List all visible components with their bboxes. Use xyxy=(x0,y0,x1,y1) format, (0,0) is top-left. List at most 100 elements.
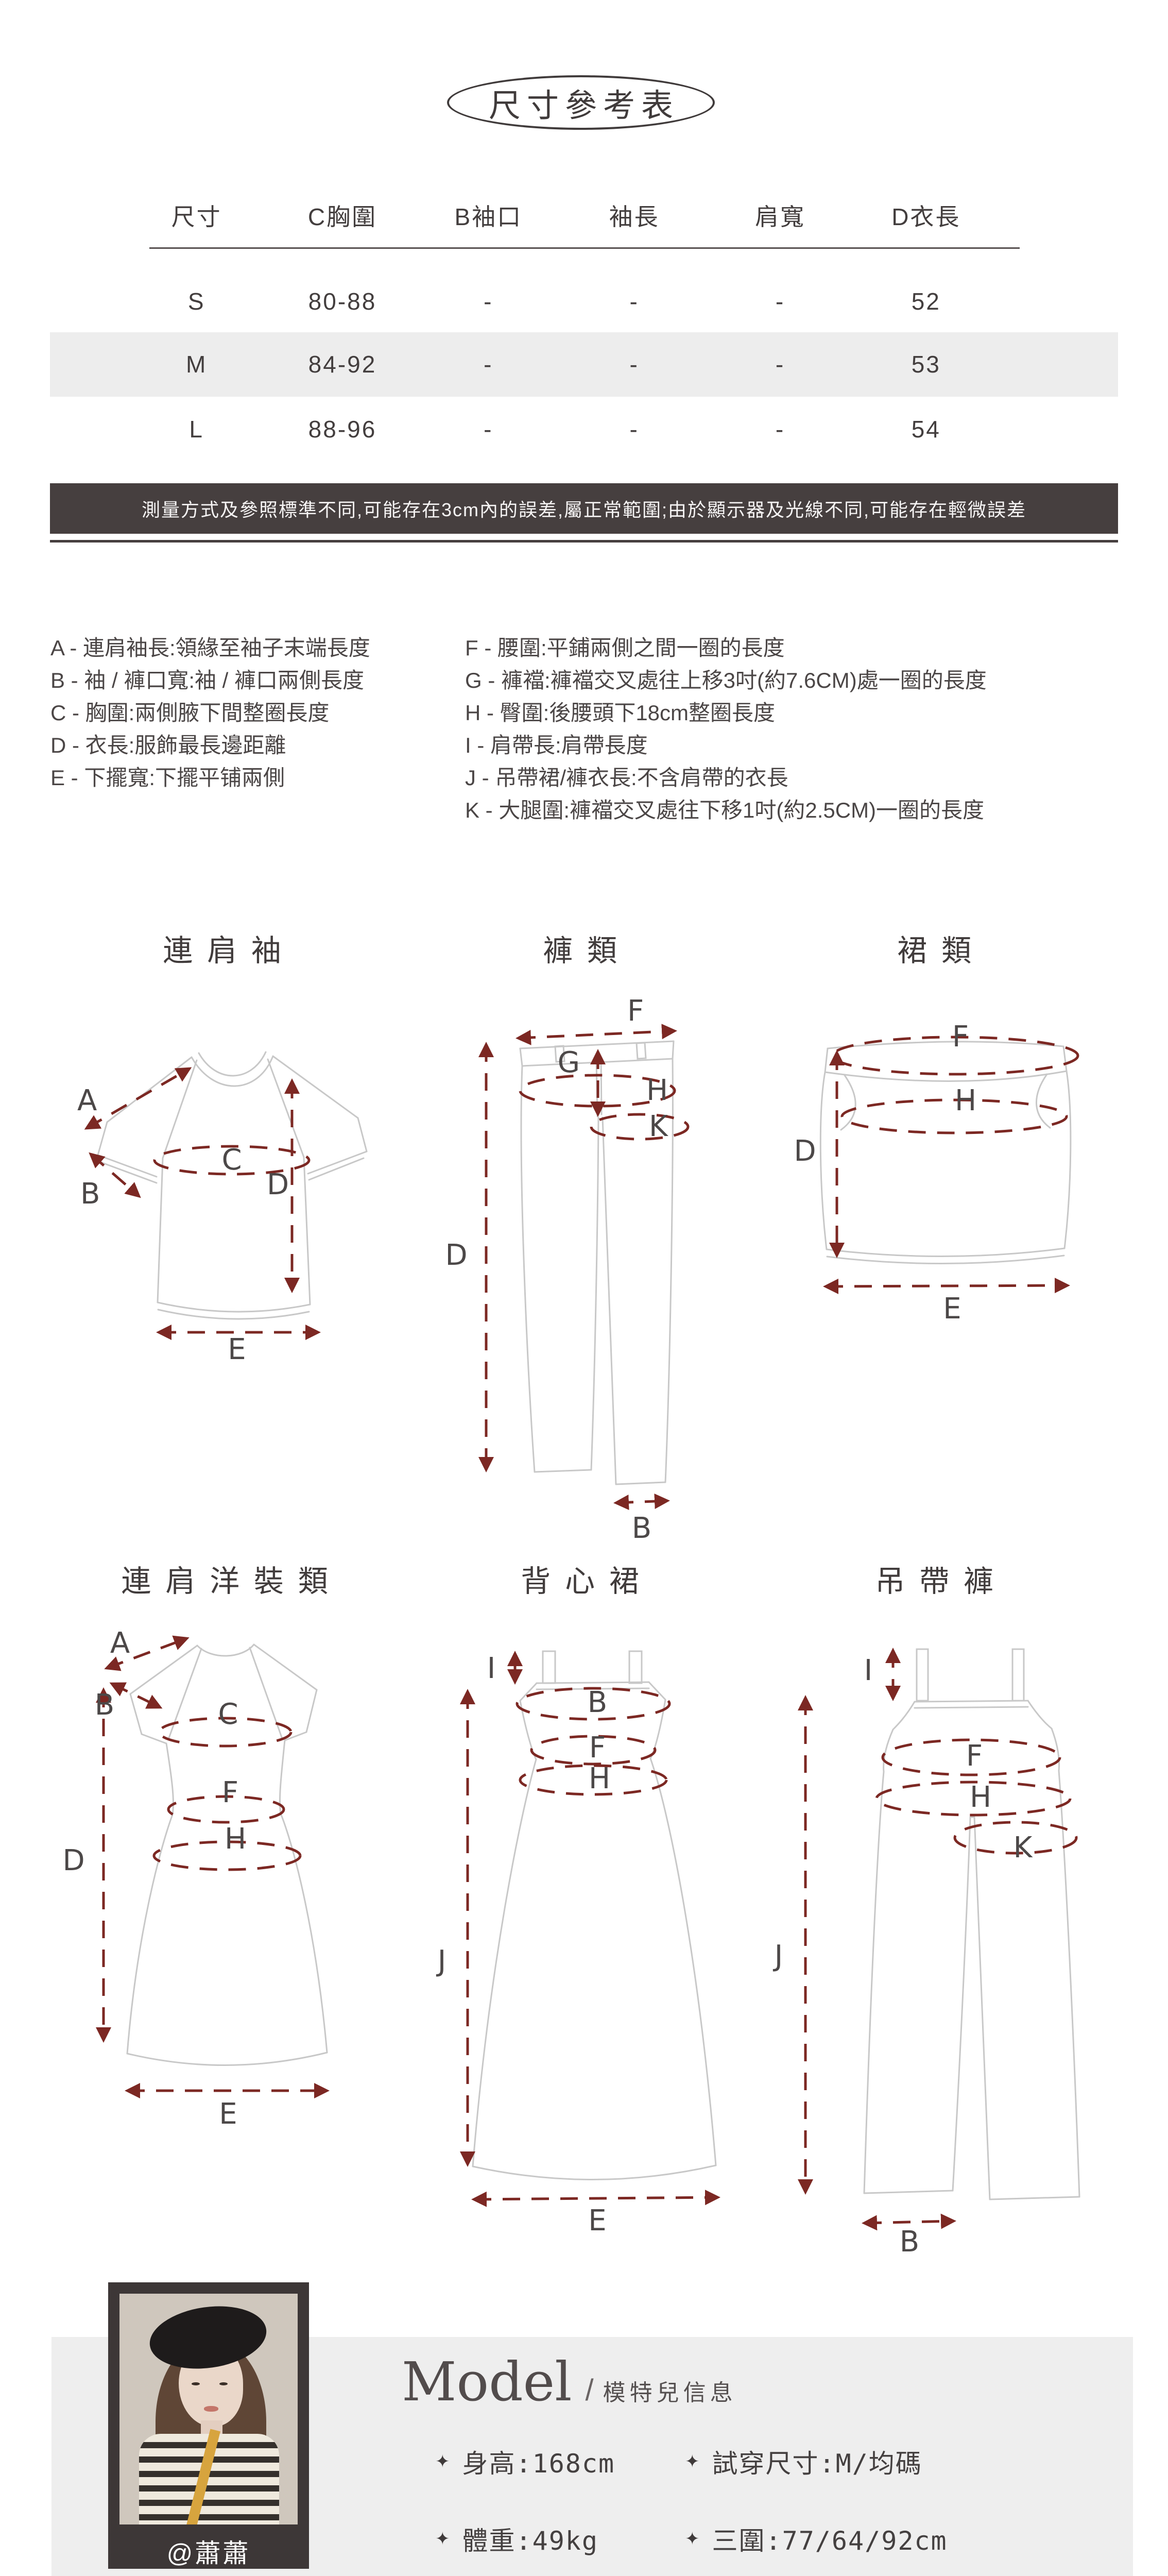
cell: - xyxy=(484,351,493,378)
model-photo xyxy=(119,2294,298,2524)
dim-label-G: G xyxy=(558,1046,580,1079)
cell: - xyxy=(629,351,639,378)
overalls-measurements: I F H K J B xyxy=(773,1648,1078,2259)
dim-label-H: H xyxy=(970,1781,991,1814)
dim-label-E: E xyxy=(943,1292,961,1326)
row-highlight-band xyxy=(50,332,1118,397)
col-header-size: 尺寸 xyxy=(171,204,222,230)
legend-item: H - 臀圍:後腰頭下18cm整圈長度 xyxy=(465,701,776,725)
legend-item: F - 腰圍:平鋪兩側之間一圈的長度 xyxy=(465,636,785,660)
notice-text: 測量方式及參照標準不同,可能存在3cm內的誤差,屬正常範圍;由於顯示器及光線不同… xyxy=(141,499,1027,520)
cell: 52 xyxy=(911,288,941,315)
legend-item: D - 衣長:服飾最長邊距離 xyxy=(50,733,286,757)
skirt-diagram: F H D E xyxy=(794,1020,1079,1326)
model-info-title: Model / 模特兒信息 xyxy=(402,2350,737,2413)
col-header-shoulder: 肩寬 xyxy=(754,204,805,230)
sparkle-icon: ✦ xyxy=(685,2451,701,2472)
cell: - xyxy=(629,416,639,443)
col-header-length: D衣長 xyxy=(891,204,961,230)
model-title-divider: / xyxy=(585,2374,594,2407)
cell: - xyxy=(484,416,493,443)
sparkle-icon: ✦ xyxy=(685,2529,701,2549)
dim-label-A: A xyxy=(110,1626,130,1660)
section-title-overalls: 吊帶褲 xyxy=(875,1565,1008,1598)
dim-label-F: F xyxy=(222,1776,238,1809)
dim-label-H: H xyxy=(225,1822,246,1856)
overalls-outline xyxy=(863,1648,1080,2200)
skirt-measurements: F H D E xyxy=(794,1020,1079,1326)
stat-text: 身高:168cm xyxy=(462,2449,615,2479)
dim-label-E: E xyxy=(588,2204,606,2238)
stat-text: 試穿尺寸:M/均碼 xyxy=(712,2449,922,2479)
cell: - xyxy=(775,351,785,378)
cell: 53 xyxy=(911,351,941,378)
cell: 54 xyxy=(911,416,941,443)
dim-label-A: A xyxy=(77,1084,97,1117)
shirt-measurements: A B C D E xyxy=(77,1067,321,1366)
dim-label-B: B xyxy=(95,1688,114,1722)
raglan-dress-diagram: A B C F H D E xyxy=(62,1626,330,2131)
dim-label-I: I xyxy=(487,1652,496,1685)
legend-right-column: F - 腰圍:平鋪兩側之間一圈的長度 G - 褲襠:褲襠交叉處往上移3吋(約7.… xyxy=(465,632,987,826)
raglan-shirt-diagram: A B C D E xyxy=(77,1051,368,1366)
table-row: M 84-92 - - - 53 xyxy=(124,341,999,387)
model-eye xyxy=(219,2382,228,2385)
dim-label-F: F xyxy=(627,994,644,1028)
vest-dress-measurements: I B F H J E xyxy=(436,1651,720,2238)
dim-label-H: H xyxy=(955,1084,976,1117)
model-handle: @蕭蕭 xyxy=(166,2539,251,2568)
legend-item: J - 吊帶裙/褲衣長:不含肩帶的衣長 xyxy=(465,766,788,790)
stat-measurements: ✦ 三圍:77/64/92cm xyxy=(685,2520,948,2557)
stat-fitting-size: ✦ 試穿尺寸:M/均碼 xyxy=(685,2443,922,2480)
dim-label-D: D xyxy=(62,1844,84,1877)
cell: - xyxy=(775,416,785,443)
dim-label-D: D xyxy=(267,1168,289,1201)
table-header-row: 尺寸 C胸圍 B袖口 袖長 肩寬 D衣長 xyxy=(124,195,999,236)
dim-label-F: F xyxy=(589,1731,606,1765)
section-title-raglan-dress: 連肩洋裝類 xyxy=(121,1565,342,1598)
stat-weight: ✦ 體重:49kg xyxy=(435,2520,598,2557)
dim-label-D: D xyxy=(445,1239,467,1272)
page-title: 尺寸參考表 xyxy=(447,75,715,130)
section-title-skirts: 裙類 xyxy=(897,934,986,968)
legend-item: C - 胸圍:兩側腋下間整圈長度 xyxy=(50,701,330,725)
dim-label-B: B xyxy=(80,1177,100,1211)
model-eye xyxy=(192,2382,200,2385)
table-row: L 88-96 - - - 54 xyxy=(124,406,999,452)
skirt-outline xyxy=(819,1041,1072,1264)
shirt-outline xyxy=(97,1051,368,1320)
dim-label-D: D xyxy=(794,1134,816,1168)
dim-label-E: E xyxy=(219,2097,237,2131)
dim-label-J: J xyxy=(773,1939,783,1973)
dim-label-I: I xyxy=(864,1654,873,1687)
dim-label-C: C xyxy=(221,1143,242,1177)
beret-hat xyxy=(145,2299,271,2376)
stat-text: 三圍:77/64/92cm xyxy=(712,2526,948,2556)
sparkle-icon: ✦ xyxy=(435,2451,451,2472)
dim-label-H: H xyxy=(589,1762,610,1795)
dim-label-K: K xyxy=(1014,1831,1033,1865)
page-title-text: 尺寸參考表 xyxy=(488,88,679,124)
legend-left-column: A - 連肩袖長:領緣至袖子末端長度 B - 袖 / 褲口寬:袖 / 褲口兩側長… xyxy=(50,632,370,794)
pants-diagram: F G H K D B xyxy=(445,994,690,1545)
overalls-diagram: I F H K J B xyxy=(773,1648,1080,2259)
legend-item: G - 褲襠:褲襠交叉處往上移3吋(約7.6CM)處一圈的長度 xyxy=(465,668,987,692)
dim-label-K: K xyxy=(649,1110,668,1143)
model-lips xyxy=(204,2406,218,2412)
cell: - xyxy=(775,288,785,315)
pants-measurements: F G H K D B xyxy=(445,994,690,1545)
dim-label-F: F xyxy=(952,1020,969,1054)
cell: M xyxy=(186,351,208,378)
cell: - xyxy=(629,288,639,315)
dim-label-F: F xyxy=(966,1739,983,1773)
table-row: S 80-88 - - - 52 xyxy=(124,278,999,325)
section-title-vest-dress: 背心裙 xyxy=(521,1565,654,1598)
legend-item: E - 下擺寬:下擺平铺兩側 xyxy=(50,766,285,790)
col-header-chest: C胸圍 xyxy=(307,204,377,230)
vest-dress-outline xyxy=(472,1650,717,2180)
table-header-divider xyxy=(149,247,1020,249)
cell: 88-96 xyxy=(308,416,377,443)
section-title-pants: 褲類 xyxy=(543,934,631,968)
dim-label-H: H xyxy=(646,1074,668,1107)
